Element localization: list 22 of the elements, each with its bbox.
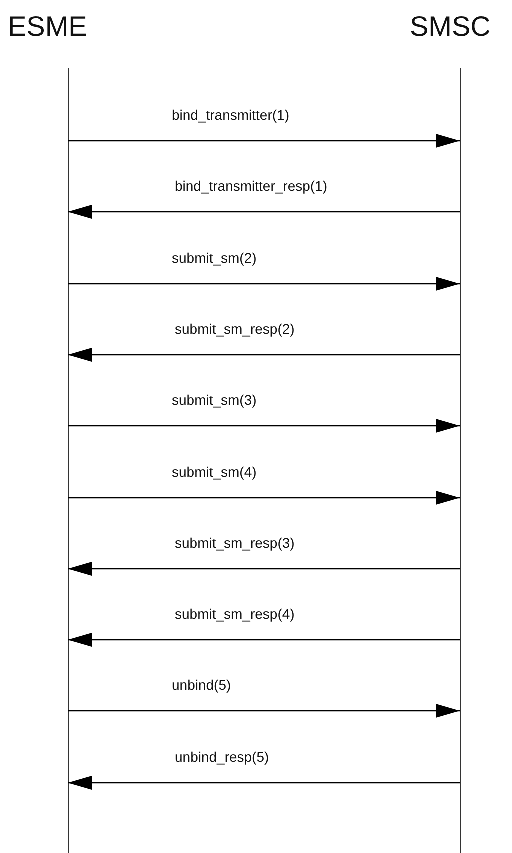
message-label: unbind(5) bbox=[171, 677, 232, 694]
message-label: bind_transmitter_resp(1) bbox=[174, 178, 329, 195]
message-label: submit_sm_resp(4) bbox=[174, 606, 296, 623]
message-arrow bbox=[68, 776, 460, 790]
message-arrow bbox=[68, 562, 460, 576]
message-arrow bbox=[68, 491, 460, 505]
message-label: submit_sm_resp(3) bbox=[174, 535, 296, 552]
message-arrow bbox=[68, 419, 460, 433]
message-arrow bbox=[68, 633, 460, 647]
message-label: unbind_resp(5) bbox=[174, 749, 270, 766]
message-label: submit_sm(3) bbox=[171, 392, 258, 409]
message-label: submit_sm_resp(2) bbox=[174, 321, 296, 338]
message-arrow bbox=[68, 134, 460, 148]
participant-name: SMSC bbox=[410, 10, 491, 44]
message-arrow bbox=[68, 348, 460, 362]
message-label: submit_sm(4) bbox=[171, 464, 258, 481]
message-label: submit_sm(2) bbox=[171, 250, 258, 267]
message-arrow bbox=[68, 205, 460, 219]
message-arrow bbox=[68, 277, 460, 291]
participant-name: ESME bbox=[8, 10, 88, 44]
message-label: bind_transmitter(1) bbox=[171, 107, 290, 124]
message-arrow bbox=[68, 704, 460, 718]
